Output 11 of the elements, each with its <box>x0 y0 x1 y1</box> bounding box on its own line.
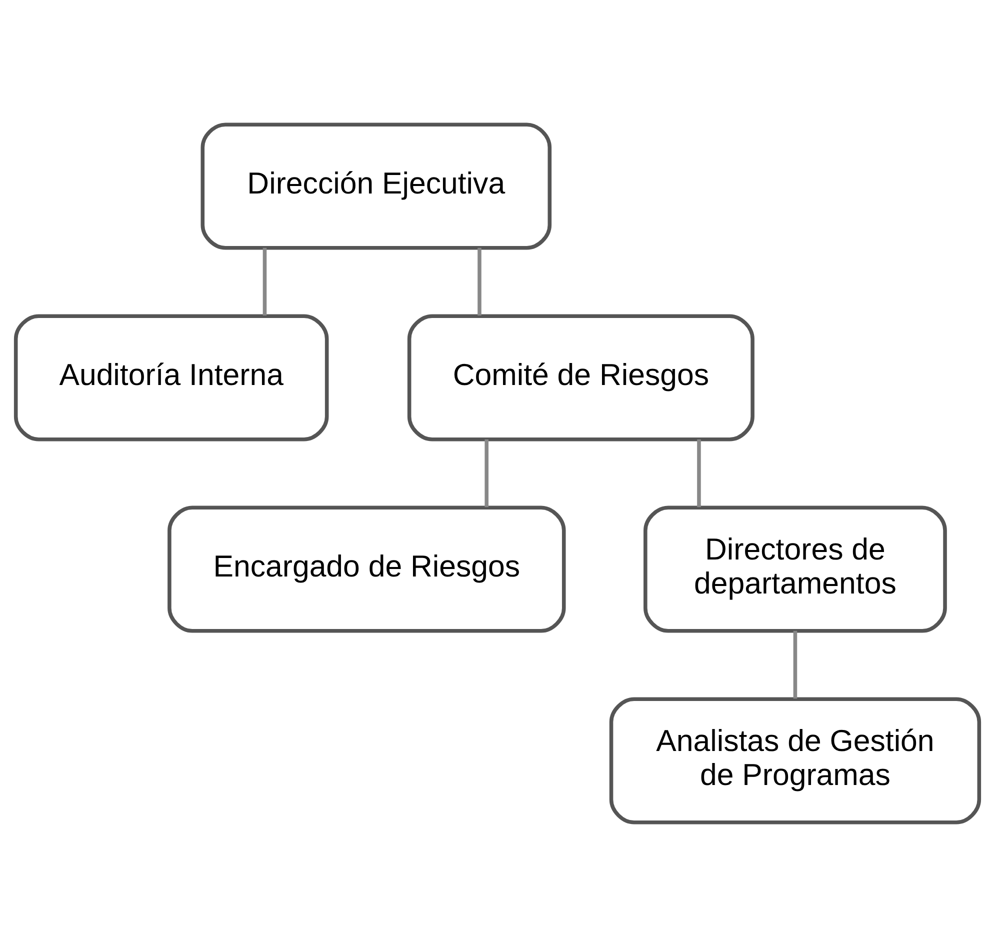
connector <box>697 438 701 507</box>
node-box: Comité de Riesgos <box>407 314 754 441</box>
node-box: Auditoría Interna <box>14 314 329 441</box>
connector <box>484 438 488 507</box>
connector <box>262 247 267 316</box>
node-box: Analistas de Gestión de Programas <box>609 696 982 824</box>
node-box: Encargado de Riesgos <box>168 505 566 632</box>
node-box: Directores de departamentos <box>644 505 947 632</box>
connector <box>478 247 482 316</box>
node-box: Dirección Ejecutiva <box>200 122 552 250</box>
connector <box>793 630 798 698</box>
